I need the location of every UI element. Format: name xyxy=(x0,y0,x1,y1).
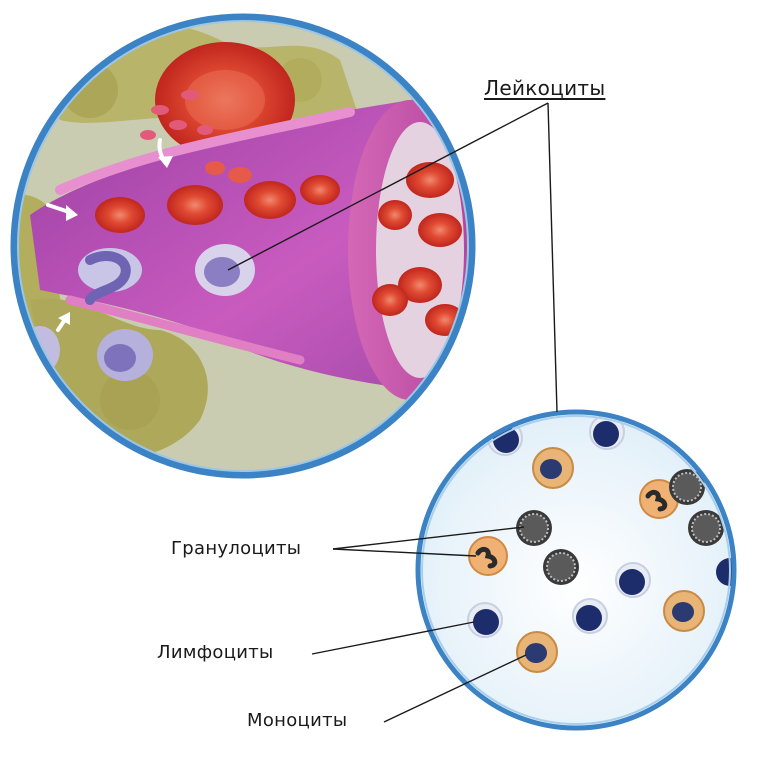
lymphocytes-label: Лимфоциты xyxy=(157,642,274,663)
monocytes-label: Моноциты xyxy=(247,710,347,731)
tissue-magnifier-icon xyxy=(0,0,480,480)
granulocytes-label: Гранулоциты xyxy=(171,538,301,559)
leukocytes-title: Лейкоциты xyxy=(484,76,605,100)
cell-sample-magnifier-icon xyxy=(418,412,744,728)
